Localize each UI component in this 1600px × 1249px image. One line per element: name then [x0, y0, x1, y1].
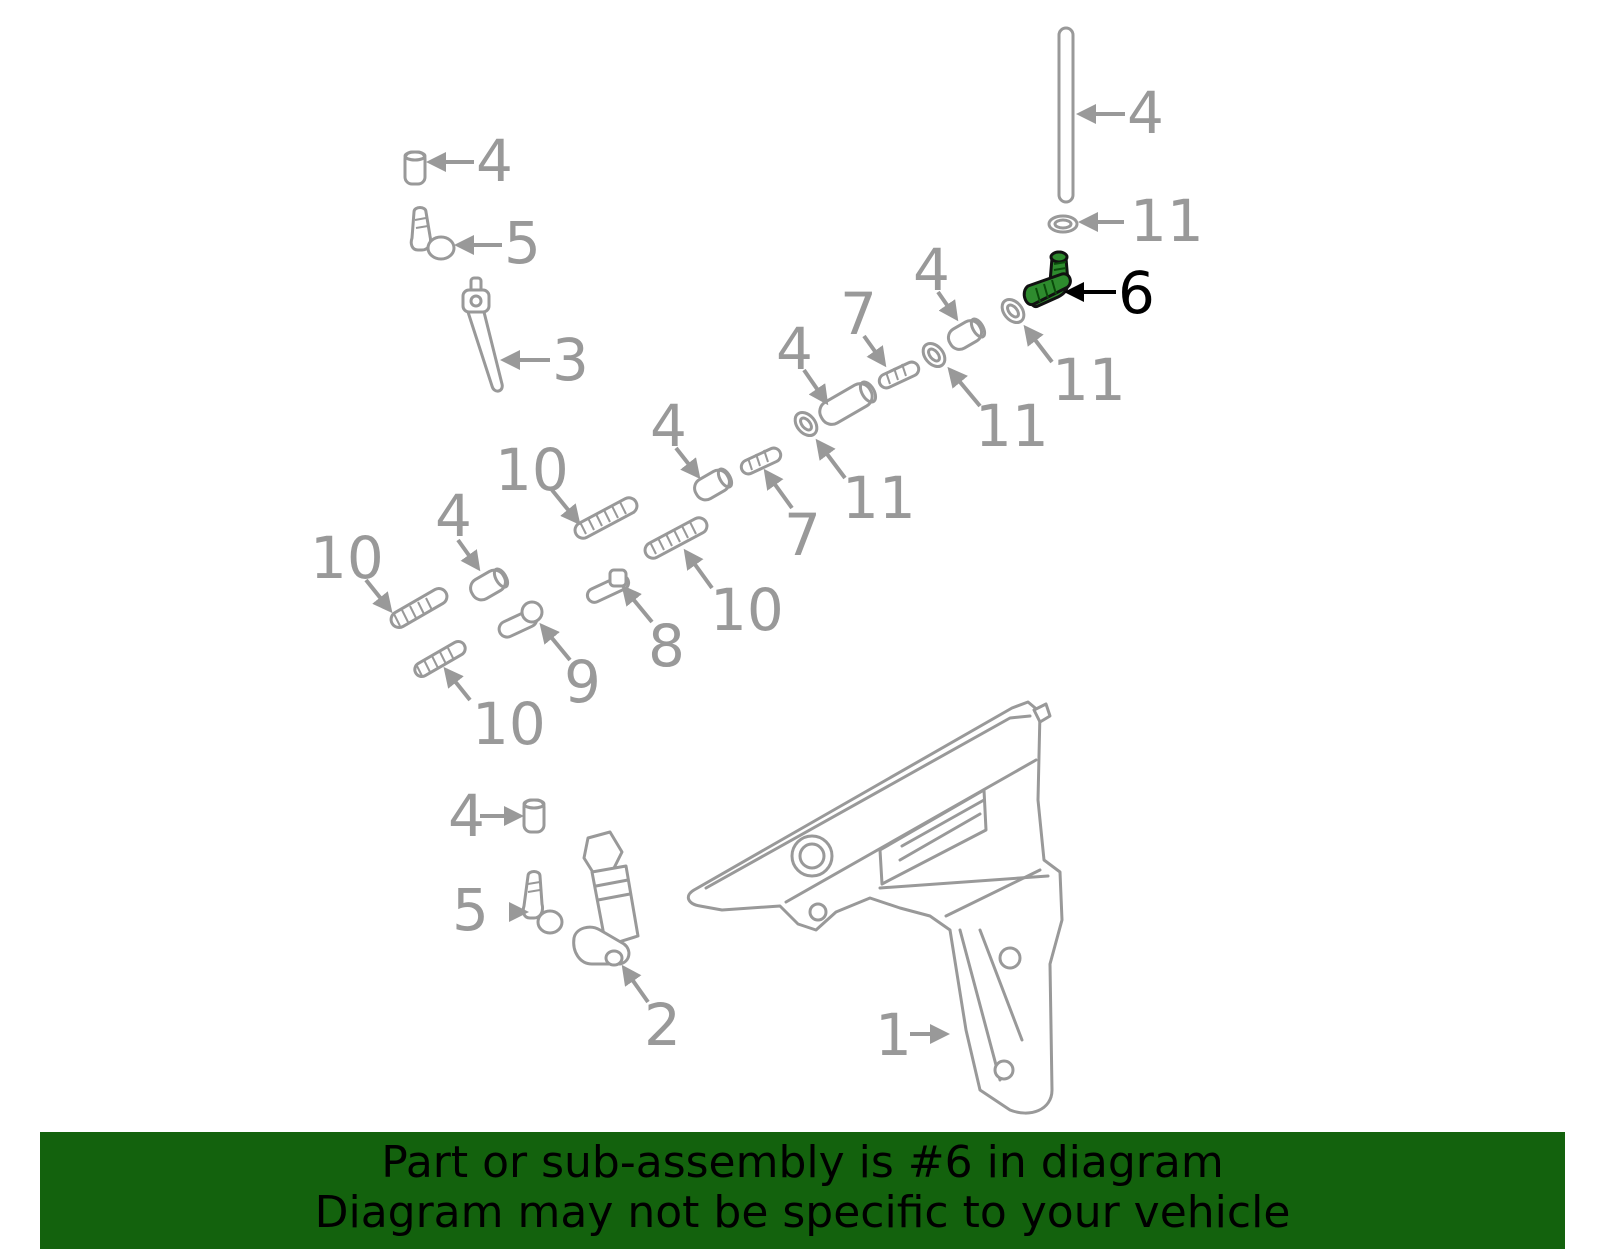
leader-line [456, 538, 481, 572]
short-hose-part [818, 380, 878, 426]
callout-11-mid: 11 [842, 464, 916, 532]
callout-9: 9 [564, 648, 601, 716]
hose-clamp-part [1000, 297, 1026, 325]
tee-connector-part [585, 568, 631, 604]
hose-clamp-part [1047, 214, 1079, 234]
leader-line [936, 290, 959, 322]
callout-4-left: 4 [435, 482, 472, 550]
hose-cap-part [522, 798, 546, 834]
short-hose-part [469, 567, 510, 602]
ribbed-hose-part [573, 496, 639, 540]
leader-line [621, 584, 654, 624]
elbow-hose-part [521, 870, 564, 935]
leader-line [550, 488, 581, 526]
callout-1: 1 [875, 1001, 912, 1069]
ribbed-hose-part [643, 516, 709, 560]
long-hose-part [1057, 26, 1075, 204]
callout-5-upper-left: 5 [504, 209, 541, 277]
banner-line-part-number: Part or sub-assembly is #6 in diagram [381, 1137, 1224, 1188]
elbow-connector-highlighted-part [1022, 250, 1072, 308]
callout-6-highlight: 6 [1118, 259, 1155, 327]
callout-10-bottom: 10 [472, 690, 546, 758]
nozzle-connector-part [497, 600, 544, 639]
hose-cap-part [403, 150, 427, 186]
leader-line [763, 468, 794, 510]
leader-line [862, 334, 887, 368]
short-hose-part [693, 467, 734, 502]
leader-line [621, 964, 650, 1004]
straight-connector-part [739, 446, 783, 476]
leader-line [443, 666, 472, 702]
callout-4-mid-b: 4 [776, 315, 813, 383]
leader-line [815, 438, 847, 480]
callout-7-mid-a: 7 [840, 280, 877, 348]
straight-connector-part [877, 360, 921, 390]
callout-3: 3 [552, 326, 589, 394]
info-banner: Part or sub-assembly is #6 in diagram Di… [40, 1132, 1565, 1249]
leader-line [1023, 324, 1054, 364]
callout-10-mid-upper: 10 [495, 436, 569, 504]
callout-7-mid-b: 7 [784, 501, 821, 569]
leader-line [539, 622, 572, 662]
callout-8: 8 [648, 612, 685, 680]
leader-line [364, 578, 393, 614]
callout-2: 2 [644, 991, 681, 1059]
leader-line [802, 368, 829, 406]
short-hose-part [946, 317, 987, 351]
washer-pump-part [572, 830, 640, 967]
leader-line [683, 548, 714, 590]
leader-line [674, 446, 701, 480]
callout-11-right-a: 11 [975, 392, 1049, 460]
callout-4-top-right: 4 [1127, 79, 1164, 147]
hose-clamp-part [921, 341, 947, 369]
elbow-hose-part [409, 206, 456, 261]
callout-4-mid-c: 4 [650, 392, 687, 460]
washer-nozzle-part [461, 276, 504, 393]
callout-11-upper-right: 11 [1130, 187, 1204, 255]
callout-10-mid: 10 [710, 576, 784, 644]
banner-line-disclaimer: Diagram may not be specific to your vehi… [314, 1187, 1291, 1238]
ribbed-hose-part [413, 640, 467, 678]
washer-reservoir-tank [686, 700, 1064, 1115]
callout-5-lower: 5 [452, 876, 489, 944]
callout-4-lower: 4 [448, 782, 485, 850]
ribbed-hose-part [389, 587, 449, 629]
callout-11-right-b: 11 [1052, 346, 1126, 414]
callout-10-left-a: 10 [310, 524, 384, 592]
leader-line [947, 366, 982, 408]
hose-clamp-part [793, 410, 819, 438]
callout-4-mid-a: 4 [913, 236, 950, 304]
callout-4-top-left: 4 [476, 127, 513, 195]
